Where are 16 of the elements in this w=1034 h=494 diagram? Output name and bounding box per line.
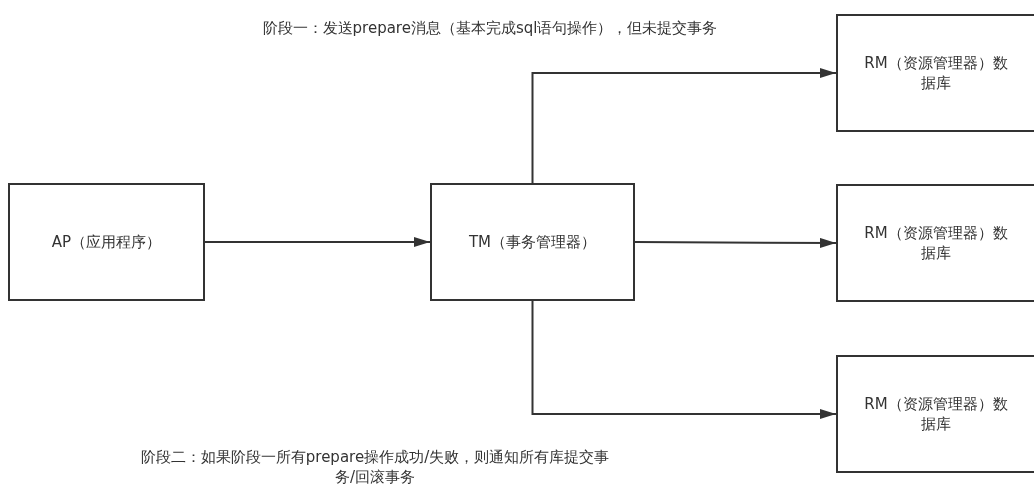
- arrow: [634, 237, 837, 248]
- note-text: 阶段二：如果阶段一所有prepare操作成功/失败，则通知所有库提交事务/回滚事务: [140, 447, 610, 487]
- process-box: [836, 184, 1034, 302]
- arrow: [204, 237, 431, 247]
- arrow: [531, 300, 837, 419]
- box-label: TM（事务管理器）: [467, 232, 598, 252]
- box-label: AP（应用程序）: [50, 232, 163, 252]
- process-box: [430, 183, 635, 301]
- arrow: [531, 68, 837, 184]
- box-label: RM（资源管理器）数据库: [863, 53, 1009, 93]
- note-text: 阶段一：发送prepare消息（基本完成sql语句操作），但未提交事务: [261, 18, 719, 38]
- process-box: [836, 14, 1034, 132]
- box-label: RM（资源管理器）数据库: [863, 223, 1009, 263]
- box-label: RM（资源管理器）数据库: [863, 394, 1009, 434]
- process-box: [8, 183, 205, 301]
- process-box: [836, 355, 1034, 473]
